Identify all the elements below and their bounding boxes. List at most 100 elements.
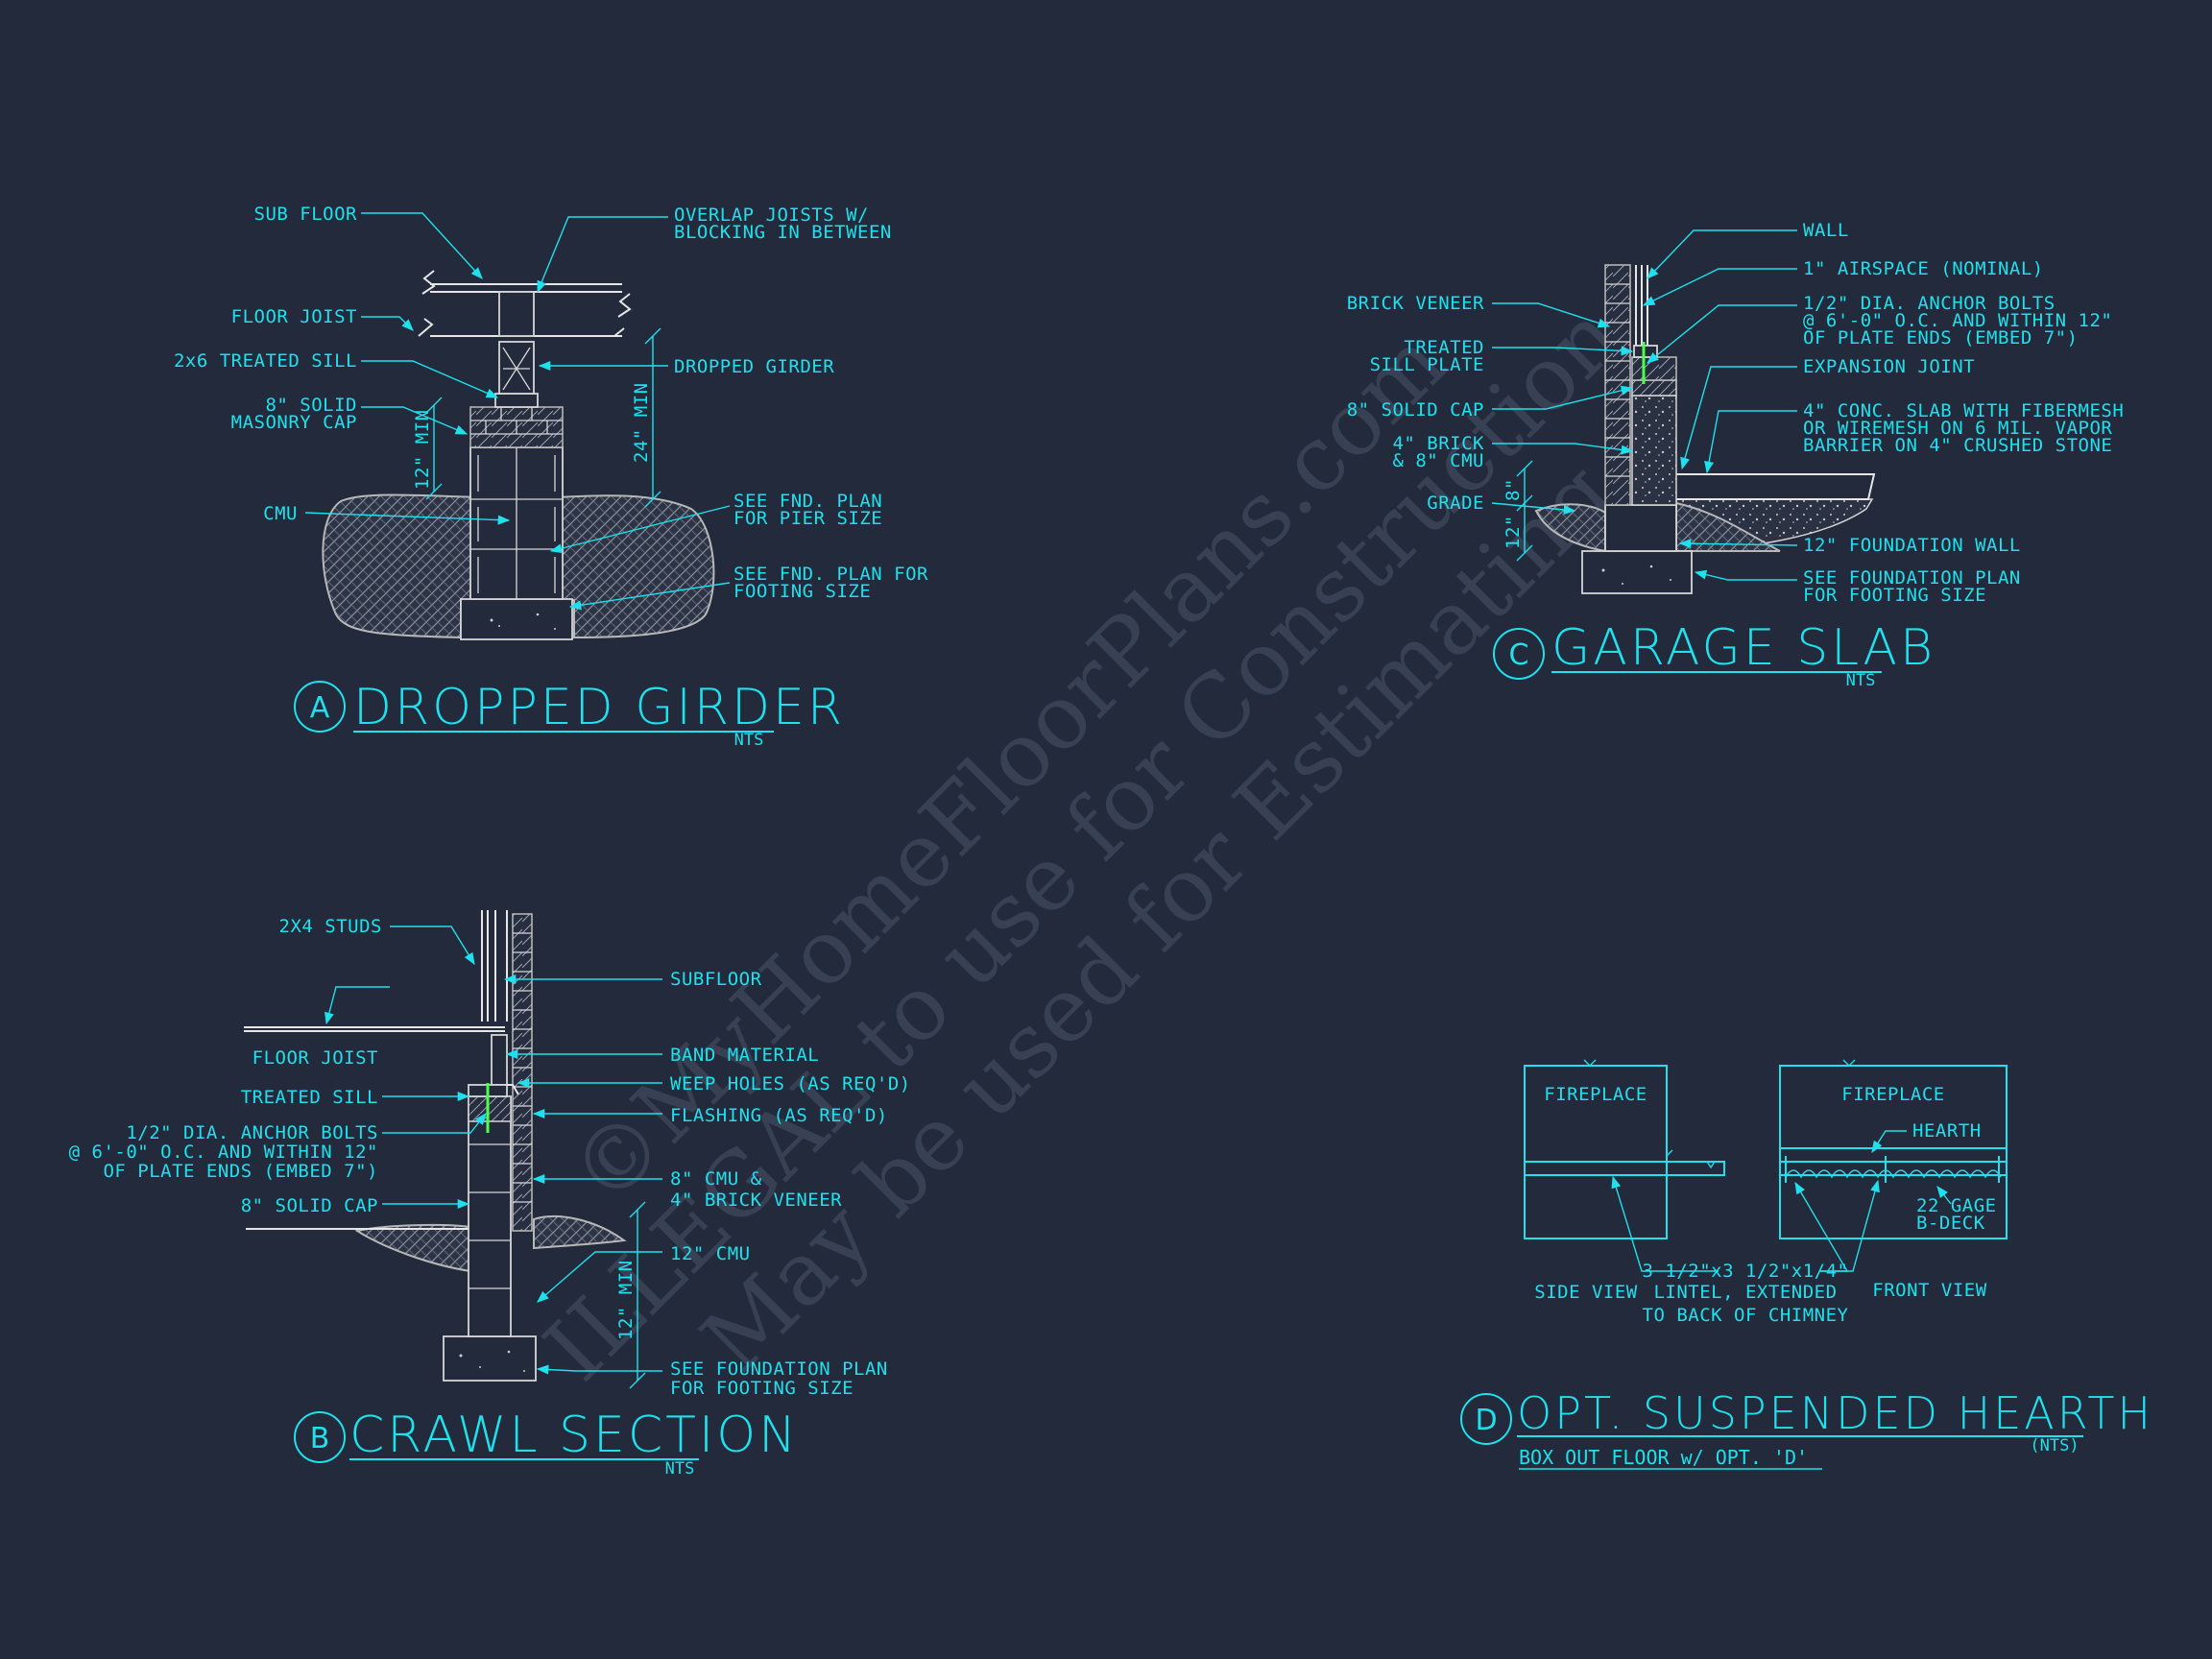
detail-b-label-footing-2: FOR FOOTING SIZE xyxy=(670,1378,854,1399)
detail-a-cmu-joints xyxy=(470,447,563,599)
detail-d-label-bdeck-1: 22 GAGE xyxy=(1916,1195,1997,1216)
detail-a-footing-aggregate xyxy=(490,613,556,630)
detail-b-cmu-wall xyxy=(468,1095,512,1337)
detail-a-treated-sill xyxy=(494,393,539,408)
detail-a-cmu-cores xyxy=(477,455,556,593)
detail-c-dim-12-label: 12" xyxy=(1503,515,1524,549)
detail-c-foundation-wall xyxy=(1604,504,1677,552)
detail-d-title-circle xyxy=(1460,1393,1512,1445)
detail-a-dim-24-label: 24" MIN xyxy=(631,382,652,463)
detail-b-crawl-section: 2X4 STUDS SUBFLOOR FLOOR JOIST BAND MATE… xyxy=(69,910,910,1479)
detail-b-label-floor-joist: FLOOR JOIST xyxy=(252,1047,378,1069)
detail-b-solid-cap xyxy=(468,1095,512,1122)
detail-b-flashing xyxy=(507,1084,519,1095)
detail-b-footing xyxy=(443,1335,537,1382)
detail-c-treated-sill xyxy=(1633,345,1658,358)
detail-b-label-footing-1: SEE FOUNDATION PLAN xyxy=(670,1358,888,1380)
detail-a-label-cap-1: 8" SOLID xyxy=(265,395,357,416)
detail-a-label-overlap-1: OVERLAP JOISTS W/ xyxy=(674,204,869,226)
detail-b-label-cmu-brick-1: 8" CMU & xyxy=(670,1168,762,1190)
detail-d-letter: D xyxy=(1475,1404,1497,1437)
detail-c-label-airspace: 1" AIRSPACE (NOMINAL) xyxy=(1803,258,2044,279)
detail-a-scale: NTS xyxy=(734,731,764,750)
detail-c-label-slab-1: 4" CONC. SLAB WITH FIBERMESH xyxy=(1803,400,2124,421)
detail-c-slab xyxy=(1676,473,1876,500)
detail-c-title-circle xyxy=(1493,628,1545,680)
detail-c-label-slab-3: BARRIER ON 4" CRUSHED STONE xyxy=(1803,435,2112,456)
detail-a-footing xyxy=(460,598,573,640)
detail-a-break-marks xyxy=(418,270,632,337)
detail-c-label-brick-cmu-2: & 8" CMU xyxy=(1392,450,1484,471)
detail-c-label-anchor-1: 1/2" DIA. ANCHOR BOLTS xyxy=(1803,293,2056,314)
detail-b-dim-12 xyxy=(629,1201,646,1389)
detail-a-label-dropped-girder: DROPPED GIRDER xyxy=(674,356,834,377)
detail-d-front-break xyxy=(1842,1059,1856,1067)
detail-c-wall-studs xyxy=(1635,265,1648,346)
detail-d-label-side-view: SIDE VIEW xyxy=(1534,1282,1638,1303)
detail-d-front-hearth xyxy=(1780,1147,2007,1176)
detail-b-label-treated-sill: TREATED SILL xyxy=(241,1087,378,1108)
detail-d-scale: (NTS) xyxy=(2030,1436,2079,1455)
detail-b-letter: B xyxy=(310,1422,330,1455)
detail-a-dropped-girder: SUB FLOOR FLOOR JOIST 2x6 TREATED SILL 8… xyxy=(174,204,928,750)
detail-a-girder-xbrace xyxy=(502,347,531,391)
detail-d-side-fireplace xyxy=(1524,1065,1668,1239)
detail-c-label-sill-2: SILL PLATE xyxy=(1370,354,1484,375)
detail-c-dims xyxy=(1516,460,1533,562)
detail-b-studs xyxy=(481,910,508,1022)
detail-d-title: OPT. SUSPENDED HEARTH xyxy=(1517,1387,2153,1439)
detail-a-label-treated-sill: 2x6 TREATED SILL xyxy=(174,350,357,372)
detail-b-scale: NTS xyxy=(665,1459,695,1479)
detail-c-label-sill-1: TREATED xyxy=(1404,337,1484,358)
detail-a-label-pier-2: FOR PIER SIZE xyxy=(733,508,882,529)
detail-b-dim-12-label: 12" MIN xyxy=(615,1260,637,1340)
detail-c-label-slab-2: OR WIREMESH ON 6 MIL. VAPOR xyxy=(1803,418,2112,439)
detail-c-label-grade: GRADE xyxy=(1427,493,1484,514)
detail-d-side-breaks xyxy=(1583,1059,1716,1169)
detail-b-band xyxy=(491,1034,508,1086)
detail-b-label-cmu-brick-2: 4" BRICK VENEER xyxy=(670,1190,842,1211)
detail-b-soil xyxy=(354,1223,471,1273)
detail-c-garage-slab: WALL 1" AIRSPACE (NOMINAL) BRICK VENEER … xyxy=(1347,220,2124,690)
detail-a-dim-24 xyxy=(644,327,661,508)
detail-a-label-pier-1: SEE FND. PLAN xyxy=(733,491,882,512)
detail-c-label-brick-cmu-1: 4" BRICK xyxy=(1392,433,1484,454)
detail-d-lintels xyxy=(1785,1156,2000,1183)
detail-a-label-floor-joist: FLOOR JOIST xyxy=(231,306,357,327)
detail-d-label-bdeck-2: B-DECK xyxy=(1916,1213,1985,1234)
detail-c-label-fnd-wall: 12" FOUNDATION WALL xyxy=(1803,535,2021,556)
detail-a-label-overlap-2: BLOCKING IN BETWEEN xyxy=(674,222,892,243)
detail-a-title-circle xyxy=(294,681,346,733)
detail-d-label-fireplace-left: FIREPLACE xyxy=(1544,1084,1647,1105)
detail-a-blocking xyxy=(498,291,535,337)
detail-b-label-anchor-3: OF PLATE ENDS (EMBED 7") xyxy=(103,1161,378,1182)
detail-b-label-solid-cap: 8" SOLID CAP xyxy=(241,1195,378,1216)
detail-b-label-band: BAND MATERIAL xyxy=(670,1045,819,1066)
detail-b-brick-veneer xyxy=(512,913,533,1232)
detail-a-letter: A xyxy=(310,691,330,725)
detail-d-label-fireplace-right: FIREPLACE xyxy=(1841,1084,1944,1105)
detail-d-label-hearth: HEARTH xyxy=(1912,1120,1982,1142)
detail-b-label-subfloor: SUBFLOOR xyxy=(670,969,762,990)
detail-a-label-footing-2: FOOTING SIZE xyxy=(733,581,871,602)
detail-a-cap-joints xyxy=(470,407,563,435)
detail-c-cmu xyxy=(1631,395,1677,506)
detail-d-front-fireplace xyxy=(1779,1065,2008,1239)
detail-a-label-cmu: CMU xyxy=(263,503,298,524)
detail-b-label-cmu-12: 12" CMU xyxy=(670,1243,751,1264)
detail-d-label-lintel-3: TO BACK OF CHIMNEY xyxy=(1643,1305,1849,1326)
detail-d-label-lintel-1: 3 1/2"x3 1/2"x1/4" xyxy=(1643,1261,1849,1282)
detail-d-b-deck xyxy=(1785,1169,2002,1179)
detail-b-label-studs: 2X4 STUDS xyxy=(279,916,382,937)
detail-c-label-brick-veneer: BRICK VENEER xyxy=(1347,293,1484,314)
detail-a-label-cap-2: MASONRY CAP xyxy=(231,412,357,433)
detail-c-label-footing-2: FOR FOOTING SIZE xyxy=(1803,585,1986,606)
detail-c-dim-8-label: 8" xyxy=(1503,478,1524,501)
detail-b-title: CRAWL SECTION xyxy=(349,1407,799,1464)
detail-a-dim-12 xyxy=(425,397,443,500)
detail-d-label-lintel-2: LINTEL, EXTENDED xyxy=(1653,1282,1837,1303)
detail-c-solid-cap xyxy=(1631,379,1677,397)
detail-c-soil-right xyxy=(1675,501,1781,552)
detail-a-label-sub-floor: SUB FLOOR xyxy=(254,204,358,225)
